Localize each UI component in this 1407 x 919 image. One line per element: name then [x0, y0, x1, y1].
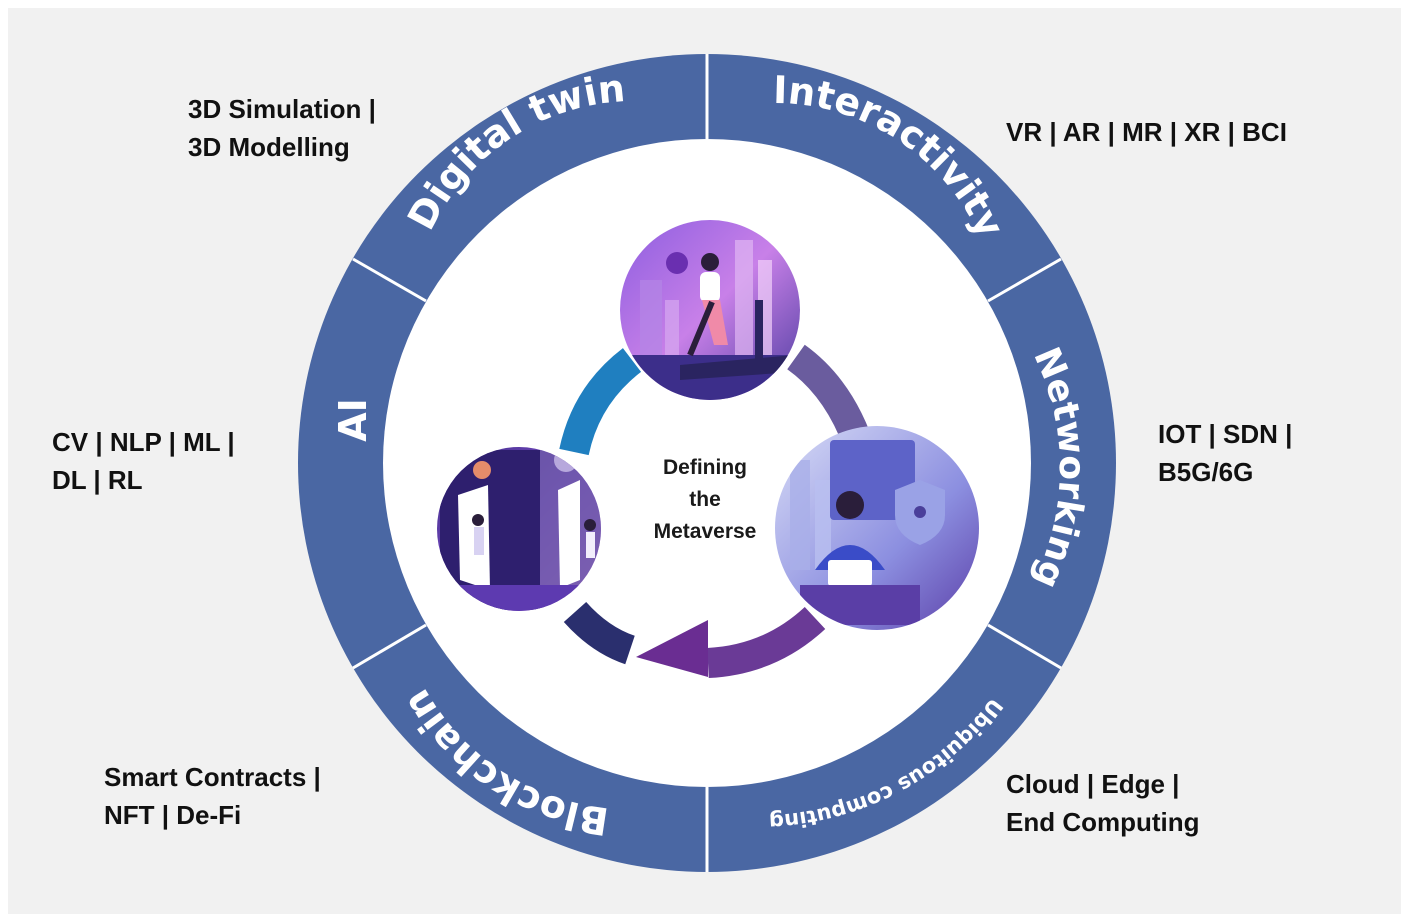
ubiquitous-computing-technologies: Cloud | Edge | End Computing [1006, 765, 1200, 841]
security-laptop-illustration [775, 426, 979, 630]
ai-technologies: CV | NLP | ML | DL | RL [52, 423, 235, 499]
interactivity-tech-line-1: VR | AR | MR | XR | BCI [1006, 117, 1287, 147]
arrow-head [636, 620, 708, 677]
digital-twin-technologies: 3D Simulation | 3D Modelling [188, 90, 376, 166]
networking-tech-line-1: IOT | SDN | [1158, 419, 1293, 449]
center-line-3: Metaverse [654, 520, 757, 543]
networking-tech-line-2: B5G/6G [1158, 457, 1254, 487]
blockchain-tech-line-2: NFT | De-Fi [104, 800, 242, 830]
ubiquitous-tech-line-1: Cloud | Edge | [1006, 769, 1180, 799]
center-title: Defining the Metaverse [654, 456, 757, 543]
vr-treadmill-illustration [620, 220, 800, 400]
cycle-arrows [559, 344, 877, 678]
blockchain-technologies: Smart Contracts | NFT | De-Fi [104, 758, 321, 834]
digital-twin-tech-line-1: 3D Simulation | [188, 94, 376, 124]
digital-twin-tech-line-2: 3D Modelling [188, 132, 350, 162]
ring-dividers [352, 54, 1062, 872]
interactivity-technologies: VR | AR | MR | XR | BCI [1006, 113, 1287, 151]
diagram-background: Digital twin Interactivity Networking Ub… [8, 8, 1401, 914]
blockchain-tech-line-1: Smart Contracts | [104, 762, 321, 792]
arrow-purple-segment [706, 606, 826, 678]
arrow-blue-segment [559, 348, 642, 456]
ai-tech-line-1: CV | NLP | ML | [52, 427, 235, 457]
arrow-dark-segment [563, 601, 636, 665]
metaverse-diagram: Digital twin Interactivity Networking Ub… [298, 54, 1116, 872]
segment-label-ai: AI [331, 398, 375, 442]
ai-tech-line-2: DL | RL [52, 465, 143, 495]
center-line-2: the [689, 488, 721, 511]
ubiquitous-tech-line-2: End Computing [1006, 807, 1200, 837]
networking-technologies: IOT | SDN | B5G/6G [1158, 415, 1292, 491]
center-line-1: Defining [663, 456, 747, 479]
